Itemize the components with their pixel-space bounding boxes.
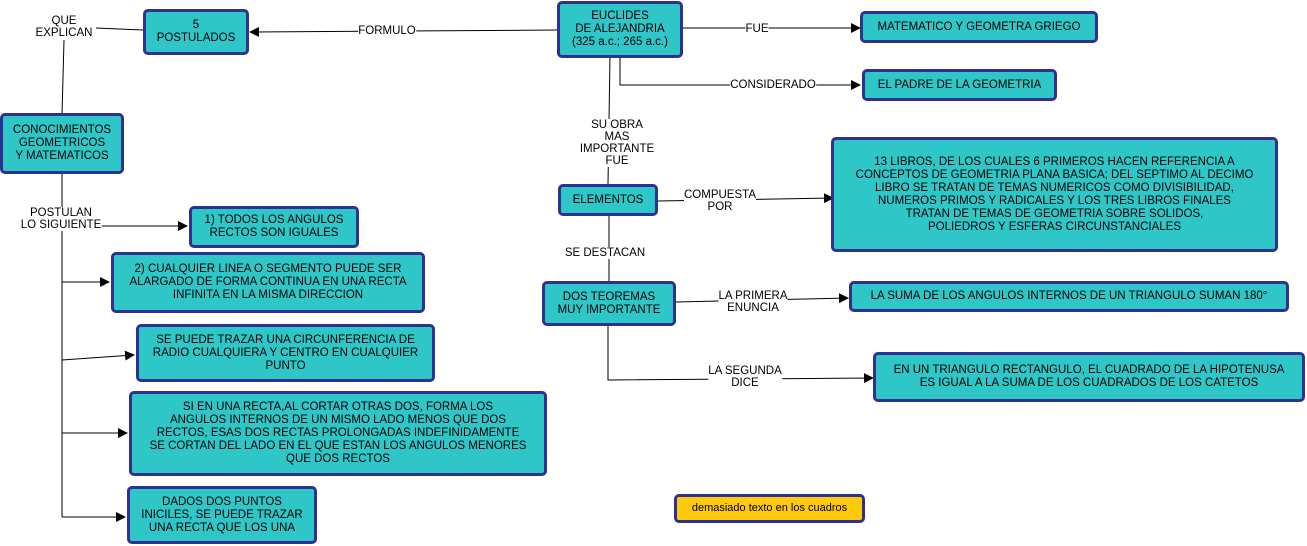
- node-postulado-5: DADOS DOS PUNTOS INICILES, SE PUEDE TRAZ…: [127, 486, 317, 544]
- label-considerado: CONSIDERADO: [730, 79, 816, 91]
- node-postulado-3: SE PUEDE TRAZAR UNA CIRCUNFERENCIA DE RA…: [136, 324, 435, 382]
- node-postulado-2: 2) CUALQUIER LINEA O SEGMENTO PUEDE SER …: [111, 252, 425, 313]
- label-formulo: FORMULO: [358, 25, 416, 37]
- label-postulan: POSTULAN LO SIGUIENTE: [20, 207, 102, 231]
- label-primera-enuncia: LA PRIMERA ENUNCIA: [718, 290, 788, 314]
- node-postulado-4: SI EN UNA RECTA,AL CORTAR OTRAS DOS, FOR…: [129, 391, 547, 476]
- node-euclides: EUCLIDES DE ALEJANDRIA (325 a.c.; 265 a.…: [557, 1, 683, 58]
- node-hipotenusa: EN UN TRIANGULO RECTANGULO, EL CUADRADO …: [873, 352, 1305, 402]
- label-se-destacan: SE DESTACAN: [564, 247, 646, 259]
- node-dos-teoremas: DOS TEOREMAS MUY IMPORTANTE: [542, 281, 676, 326]
- note-demasiado-texto: demasiado texto en los cuadros: [674, 494, 865, 523]
- node-matematico-geometra: MATEMATICO Y GEOMETRA GRIEGO: [860, 11, 1098, 43]
- node-trece-libros: 13 LIBROS, DE LOS CUALES 6 PRIMEROS HACE…: [831, 137, 1278, 252]
- label-su-obra: SU OBRA MAS IMPORTANTE FUE: [579, 119, 655, 167]
- node-elementos: ELEMENTOS: [558, 184, 658, 216]
- node-conocimientos: CONOCIMIENTOS GEOMETRICOS Y MATEMATICOS: [0, 113, 124, 174]
- node-padre-geometria: EL PADRE DE LA GEOMETRIA: [862, 69, 1057, 101]
- label-que-explican: QUE EXPLICAN: [35, 15, 93, 39]
- node-cinco-postulados: 5 POSTULADOS: [143, 9, 249, 55]
- node-postulado-1: 1) TODOS LOS ANGULOS RECTOS SON IGUALES: [189, 206, 359, 248]
- label-fue: FUE: [745, 23, 769, 35]
- node-suma-angulos: LA SUMA DE LOS ANGULOS INTERNOS DE UN TR…: [849, 281, 1289, 312]
- label-segunda-dice: LA SEGUNDA DICE: [708, 365, 782, 389]
- label-compuesta-por: COMPUESTA POR: [684, 189, 756, 213]
